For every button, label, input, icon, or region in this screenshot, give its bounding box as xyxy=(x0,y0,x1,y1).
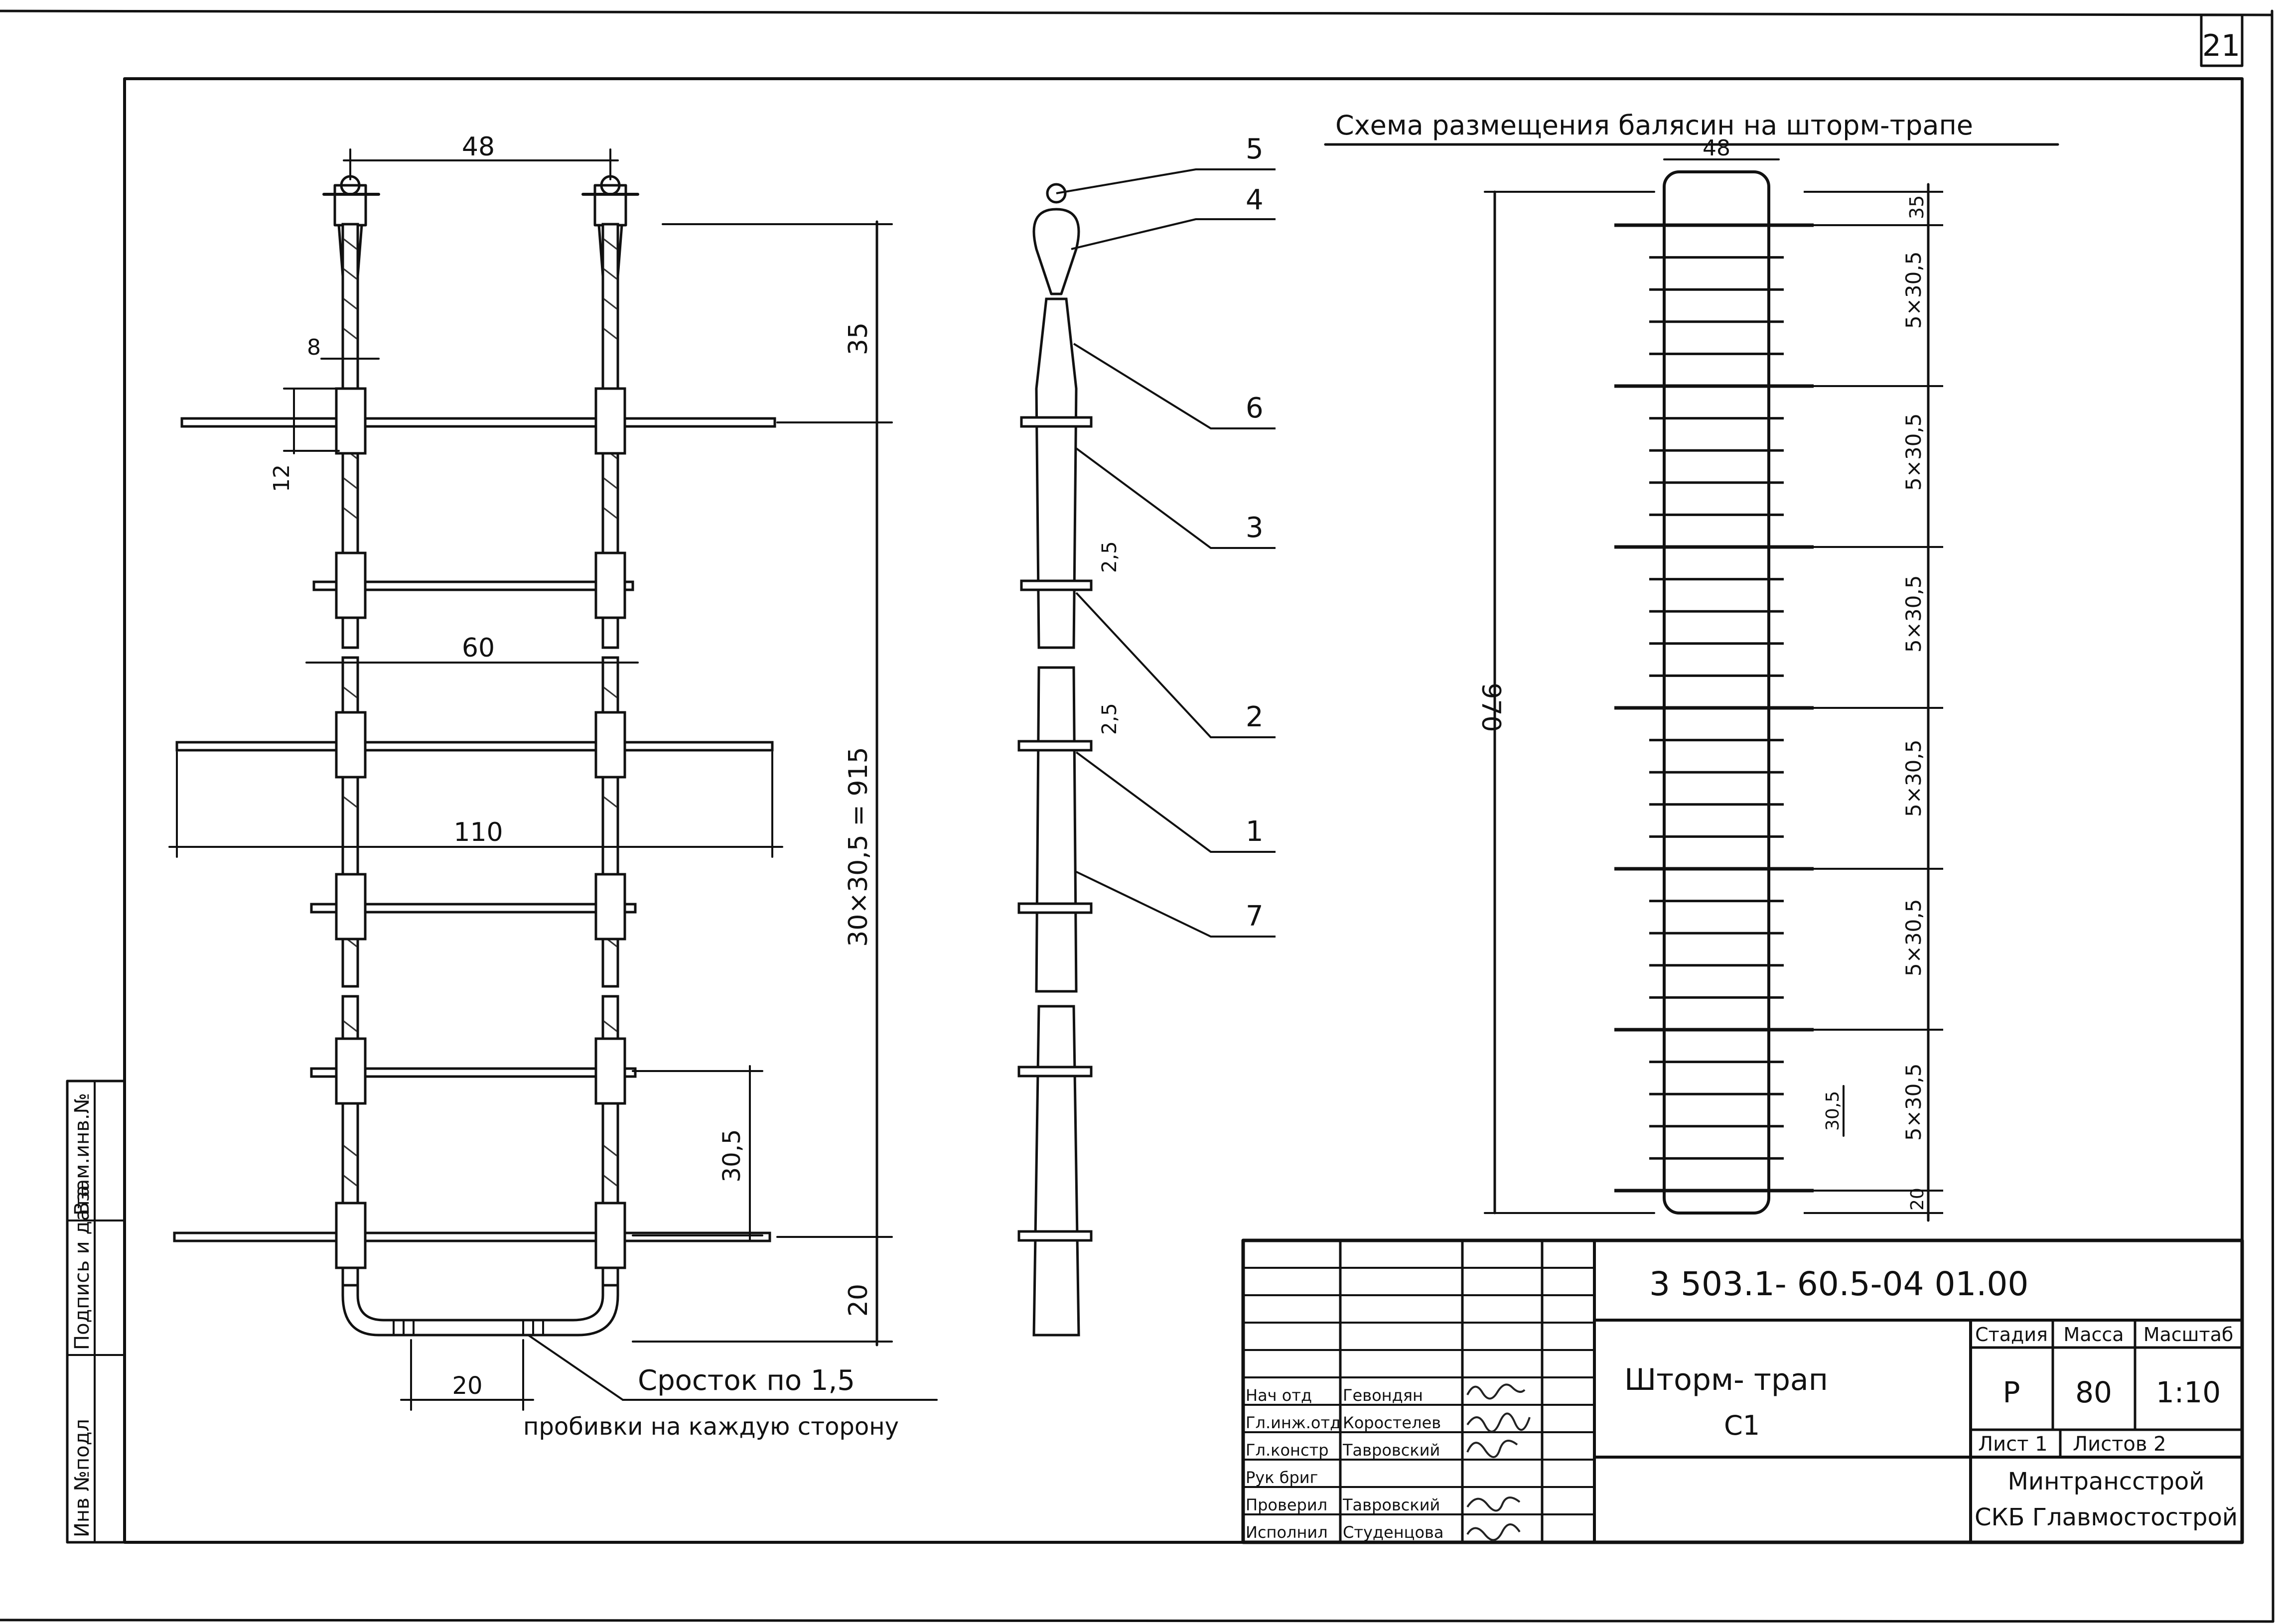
dim-bottom-span: 20 xyxy=(844,1284,873,1317)
page-number: 21 xyxy=(2202,28,2240,63)
scheme-top-dim: 35 xyxy=(1906,195,1928,219)
callout-6: 6 xyxy=(1246,392,1264,424)
callout-1: 1 xyxy=(1246,815,1264,848)
scheme-segment-5: 5×30,5 xyxy=(1901,899,1926,976)
bottom-rope-loop xyxy=(341,1274,619,1337)
scheme-title: Схема размещения балясин на шторм-трапе xyxy=(1335,110,1973,141)
dim-gap-8: 8 xyxy=(307,335,321,360)
callout-7: 7 xyxy=(1246,900,1264,933)
role-label: Гл.инж.отд xyxy=(1246,1413,1341,1432)
callout-2: 2 xyxy=(1246,701,1264,733)
role-name: Коростелев xyxy=(1343,1413,1441,1432)
scheme-rungs xyxy=(1614,223,1814,1193)
ladder-dimensions: 48 35 30×30,5 = 915 20 8 12 60 110 3 xyxy=(168,132,893,1411)
sheets-label: Листов 2 xyxy=(2073,1433,2166,1456)
stamp-signature-date: Подпись и дата xyxy=(71,1185,94,1350)
value-mass: 80 xyxy=(2075,1375,2112,1409)
rung-short xyxy=(310,1067,637,1078)
callout-5: 5 xyxy=(1246,133,1264,165)
dim-gap-12: 12 xyxy=(269,464,294,492)
thimble-eye xyxy=(1032,208,1080,295)
scheme-width: 48 xyxy=(1703,135,1730,161)
scheme-segment-2: 5×30,5 xyxy=(1901,413,1926,491)
role-label: Рук бриг xyxy=(1246,1468,1318,1487)
role-label: Нач отд xyxy=(1246,1386,1312,1405)
shackle-ring xyxy=(1046,183,1067,204)
scheme-overall-height: 970 xyxy=(1476,682,1506,732)
scheme-step: 30,5 xyxy=(1823,1091,1843,1131)
role-label: Гл.констр xyxy=(1246,1441,1329,1460)
rung-long xyxy=(180,417,776,428)
rung-long xyxy=(175,741,774,752)
header-scale: Масштаб xyxy=(2143,1324,2234,1346)
product-mark: С1 xyxy=(1724,1410,1760,1441)
sheet-label: Лист 1 xyxy=(1978,1433,2048,1456)
ladder-side-view: 5 4 6 3 2 1 7 2,5 2,5 xyxy=(1017,133,1276,1337)
scheme-ladder-outline xyxy=(1663,170,1770,1215)
org-line2: СКБ Главмостострой xyxy=(1975,1503,2238,1531)
value-stage: Р xyxy=(2003,1375,2020,1409)
role-label: Проверил xyxy=(1246,1495,1327,1514)
title-block: 3 503.1- 60.5-04 01.00 Шторм- трап С1 Ст… xyxy=(1241,1238,2244,1544)
dim-step-30-5: 30,5 xyxy=(718,1129,746,1183)
role-name: Тавровский xyxy=(1342,1495,1440,1514)
dim-thickness-a: 2,5 xyxy=(1098,541,1121,573)
document-code: 3 503.1- 60.5-04 01.00 xyxy=(1649,1265,2028,1303)
splice-note-line1: Сросток по 1,5 xyxy=(638,1364,855,1397)
rung-short xyxy=(312,580,634,591)
role-name: Гевондян xyxy=(1343,1386,1423,1405)
splice-wraps xyxy=(393,1319,544,1336)
value-scale: 1:10 xyxy=(2156,1375,2221,1409)
sheet-frame: 21 xyxy=(0,9,2275,1623)
scheme-segment-3: 5×30,5 xyxy=(1901,575,1926,653)
role-name: Студенцова xyxy=(1343,1523,1443,1542)
stamp-replacement-inv: Взам.инв.№ xyxy=(71,1093,94,1216)
callout-leaders xyxy=(1056,168,1276,938)
scheme-segment-1: 5×30,5 xyxy=(1901,252,1926,329)
scheme-bottom-dim: 20 xyxy=(1907,1188,1928,1211)
header-stage: Стадия xyxy=(1975,1324,2048,1346)
header-mass: Масса xyxy=(2063,1324,2124,1346)
dim-width-60: 60 xyxy=(462,633,495,663)
handwritten-signatures xyxy=(1466,1383,1531,1541)
rung-short xyxy=(310,903,637,914)
dim-top-span: 35 xyxy=(844,322,873,355)
role-label: Исполнил xyxy=(1246,1523,1328,1542)
baluster-scheme: Схема размещения балясин на шторм-трапе … xyxy=(1324,110,2059,1222)
title-block-rows xyxy=(1243,1267,1594,1515)
rope-clamps xyxy=(335,387,626,1269)
dim-width-110: 110 xyxy=(453,817,503,847)
dim-splice-20: 20 xyxy=(452,1372,482,1400)
side-rope-segments xyxy=(1032,297,1080,1337)
callout-4: 4 xyxy=(1246,184,1264,216)
ladder-front-view: 48 35 30×30,5 = 915 20 8 12 60 110 3 xyxy=(168,132,938,1441)
callout-3: 3 xyxy=(1246,512,1264,544)
rung-long xyxy=(173,1231,771,1242)
scheme-segment-4: 5×30,5 xyxy=(1901,740,1926,817)
stamp-inv-number: Инв №подл xyxy=(71,1419,94,1537)
dim-middle-span: 30×30,5 = 915 xyxy=(844,747,873,947)
dim-thickness-b: 2,5 xyxy=(1098,703,1121,735)
scheme-segment-6: 5×30,5 xyxy=(1901,1064,1926,1141)
approval-stamp: Инв №подл Подпись и дата Взам.инв.№ xyxy=(66,1080,126,1544)
scheme-dimension-ticks xyxy=(1804,191,1943,1214)
role-list: Нач отд Гевондян Гл.инж.отд Коростелев Г… xyxy=(1246,1386,1443,1542)
side-rung-ends xyxy=(1017,416,1093,1242)
dim-top-width: 48 xyxy=(462,132,495,162)
role-name: Тавровский xyxy=(1342,1441,1440,1460)
callout-numbers: 5 4 6 3 2 1 7 xyxy=(1246,133,1264,933)
splice-note-line2: пробивки на каждую сторону xyxy=(523,1413,899,1441)
rope-hatching xyxy=(343,238,617,1187)
org-line1: Минтрансстрой xyxy=(2008,1468,2205,1495)
product-name: Шторм- трап xyxy=(1624,1362,1828,1397)
